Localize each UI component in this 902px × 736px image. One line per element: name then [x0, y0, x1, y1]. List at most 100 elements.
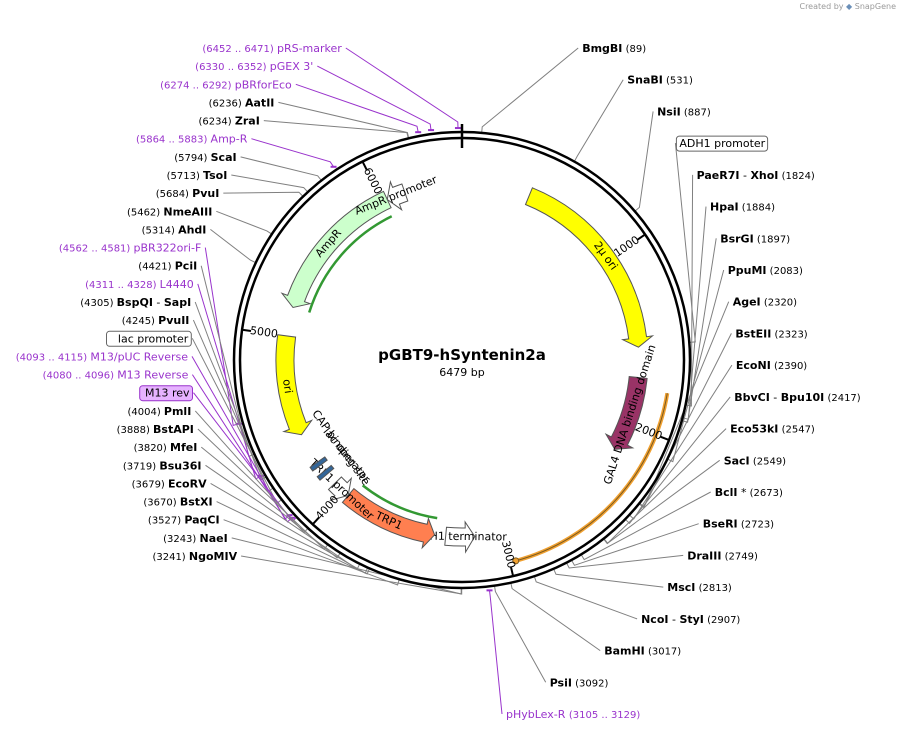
enzyme-label[interactable]: SacI (2549)	[724, 454, 786, 467]
feature-lac-operator[interactable]	[316, 464, 335, 481]
feature-trp1-promoter[interactable]	[327, 476, 353, 502]
enzyme-label[interactable]: (3679) EcoRV	[132, 477, 207, 490]
bp-tick-label: 5000	[249, 324, 279, 341]
enzyme-label[interactable]: (4245) PvuII	[122, 314, 190, 327]
enzyme-label[interactable]: NcoI - StyI (2907)	[641, 613, 740, 626]
enzyme-label[interactable]: BsrGI (1897)	[720, 232, 790, 245]
enzyme-label[interactable]: (3241) NgoMIV	[152, 550, 237, 563]
enzyme-label[interactable]: (4421) PciI	[138, 260, 197, 273]
label-leader	[638, 333, 732, 509]
feature-cap-binding-site[interactable]	[309, 456, 328, 472]
enzyme-label[interactable]: (6236) AatII	[209, 96, 275, 109]
enzyme-label[interactable]: BstEII (2323)	[735, 327, 807, 340]
primer-label[interactable]: (5864 .. 5883) Amp-R	[136, 133, 248, 146]
label-leader	[317, 65, 432, 131]
feature-ori[interactable]	[275, 334, 314, 436]
outer-region-arc	[515, 392, 670, 563]
primer-label[interactable]: (4311 .. 4328) L4440	[85, 278, 194, 291]
feature-ampr-promoter[interactable]	[386, 179, 409, 212]
feature-label[interactable]: lac promoter	[118, 332, 189, 345]
enzyme-label[interactable]: BseRI (2723)	[703, 518, 774, 531]
label-leader	[223, 191, 304, 197]
orf-arc	[361, 484, 438, 520]
snapgene-credit: Created by ◆ SnapGene	[799, 2, 896, 11]
bp-tick	[660, 435, 669, 441]
primer-label[interactable]: (6452 .. 6471) pRS-marker	[202, 42, 342, 55]
label-leader	[634, 111, 654, 212]
enzyme-label[interactable]: (5314) AhdI	[142, 223, 207, 236]
primer-label[interactable]: (4093 .. 4115) M13/pUC Reverse	[16, 350, 188, 363]
primerbox-label[interactable]: M13 rev	[145, 387, 190, 400]
label-leader	[345, 47, 459, 129]
enzyme-label[interactable]: SnaBI (531)	[627, 74, 693, 87]
enzyme-label[interactable]: (5684) PvuI	[156, 187, 220, 200]
enzyme-label[interactable]: MscI (2813)	[667, 581, 732, 594]
feature-ampr[interactable]	[280, 190, 392, 309]
enzyme-label[interactable]: BamHI (3017)	[604, 645, 681, 658]
bp-tick-label: 6000	[361, 166, 385, 197]
enzyme-label[interactable]: PaeR7I - XhoI (1824)	[697, 169, 815, 182]
label-leader	[624, 396, 731, 525]
primer-label[interactable]: pHybLex-R (3105 .. 3129)	[506, 708, 640, 721]
enzyme-label[interactable]: (4305) BspQI - SapI	[80, 296, 191, 309]
enzyme-label[interactable]: BmgBI (89)	[582, 42, 646, 55]
credit-prefix: Created by	[799, 2, 844, 11]
feature-trp1[interactable]	[341, 487, 436, 550]
label-leader	[628, 364, 733, 520]
feature-label[interactable]: ADH1 promoter	[679, 137, 765, 150]
primer-label[interactable]: (6330 .. 6352) pGEX 3'	[195, 60, 313, 73]
bp-tick	[510, 567, 514, 576]
enzyme-label[interactable]: BclI * (2673)	[715, 486, 783, 499]
label-leader	[231, 174, 309, 193]
site-labels: BmgBI (89) SnaBI (531) NsiI (887) ADH1 prom…	[16, 42, 861, 721]
credit-brand: SnapGene	[854, 2, 896, 11]
label-leader	[571, 523, 699, 566]
primer-label[interactable]: (6274 .. 6292) pBRforEco	[160, 78, 292, 91]
feature-2-ori[interactable]	[524, 187, 655, 348]
enzyme-label[interactable]: Eco53kI (2547)	[730, 423, 815, 436]
enzyme-label[interactable]: (5462) NmeAIII	[127, 205, 212, 218]
enzyme-label[interactable]: (3820) MfeI	[134, 441, 198, 454]
label-leader	[223, 519, 400, 586]
bp-tick	[362, 161, 368, 171]
feature-box	[675, 135, 769, 152]
label-leader	[639, 301, 730, 508]
feature-gal4-dna-binding-domain[interactable]	[604, 376, 648, 450]
feature-label: ori	[280, 378, 295, 394]
plasmid-name: pGBT9-hSyntenin2a	[378, 346, 546, 364]
label-leader-lines	[191, 47, 733, 715]
enzyme-label[interactable]: (3670) BstXI	[143, 496, 212, 509]
enzyme-label[interactable]: (6234) ZraI	[198, 115, 259, 128]
primer-label[interactable]: (4080 .. 4096) M13 Reverse	[43, 369, 189, 382]
enzyme-label[interactable]: BbvCI - Bpu10I (2417)	[734, 391, 861, 404]
enzyme-label[interactable]: (3719) Bsu36I	[123, 459, 202, 472]
label-leader	[580, 491, 711, 561]
enzyme-label[interactable]: EcoNI (2390)	[736, 359, 807, 372]
enzyme-label[interactable]: (5794) ScaI	[174, 151, 236, 164]
bp-tick-label: 3000	[499, 539, 518, 569]
label-leader	[251, 138, 335, 168]
bp-tick-label: 1000	[611, 233, 641, 260]
enzyme-label[interactable]: DraIII (2749)	[687, 549, 758, 562]
enzyme-label[interactable]: (5713) TsoI	[167, 169, 228, 182]
label-leader	[200, 446, 341, 559]
label-leader	[489, 590, 503, 715]
primer-label[interactable]: (4562 .. 4581) pBR322ori-F	[59, 242, 201, 255]
label-leader	[603, 459, 720, 545]
enzyme-label[interactable]: (3243) NaeI	[163, 532, 228, 545]
label-leader	[216, 210, 273, 235]
enzyme-label[interactable]: HpaI (1884)	[710, 201, 775, 214]
enzyme-label[interactable]: (4004) PmlI	[127, 405, 191, 418]
label-leader	[240, 156, 322, 181]
label-leader	[481, 47, 579, 133]
feature-adh1-terminator[interactable]	[444, 520, 476, 554]
enzyme-label[interactable]: PpuMI (2083)	[728, 264, 803, 277]
enzyme-label[interactable]: (3888) BstAPI	[117, 423, 194, 436]
enzyme-label[interactable]: NsiI (887)	[657, 105, 711, 118]
bp-tick	[242, 328, 252, 333]
label-leader	[295, 83, 419, 133]
enzyme-label[interactable]: (3527) PaqCI	[148, 514, 220, 527]
enzyme-label[interactable]: PsiI (3092)	[550, 676, 609, 689]
label-leader	[573, 79, 624, 162]
enzyme-label[interactable]: AgeI (2320)	[733, 296, 797, 309]
